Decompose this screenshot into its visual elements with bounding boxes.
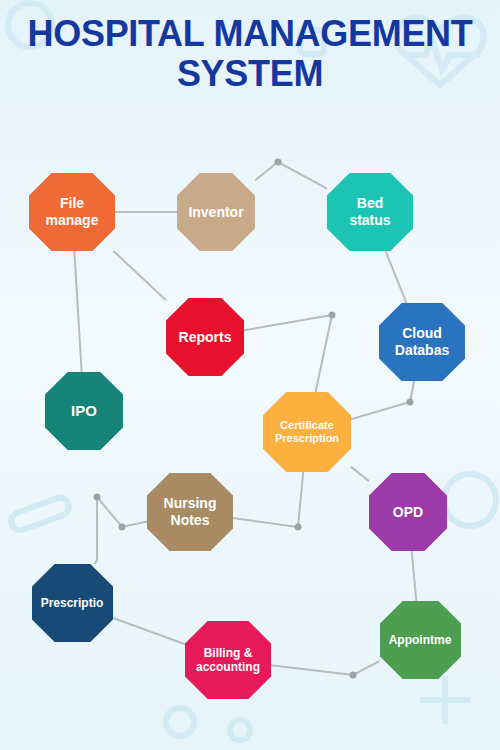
- connector-line: [351, 467, 369, 481]
- node-label: Nursing Notes: [156, 495, 224, 529]
- node-label: Cloud Databas: [388, 325, 456, 359]
- octagon-node: Billing & accounting: [185, 621, 271, 699]
- octagon-node: Nursing Notes: [147, 473, 233, 551]
- node-label: Certificate Prescription: [272, 419, 342, 445]
- junction-dot: [329, 312, 336, 319]
- diagram-title: HOSPITAL MANAGEMENT SYSTEM: [25, 14, 475, 95]
- connector-line: [115, 211, 177, 213]
- octagon-node: Cloud Databas: [379, 303, 465, 381]
- octagon-node: Reports: [166, 298, 244, 376]
- junction-dot: [94, 494, 101, 501]
- connector-line: [74, 251, 81, 372]
- junction-dot: [350, 672, 357, 679]
- connector-line: [351, 381, 414, 419]
- octagon-node: Prescriptio: [32, 564, 113, 642]
- octagon-node: Certificate Prescription: [263, 392, 351, 472]
- node-label: Inventor: [188, 204, 243, 221]
- connector-line: [255, 162, 327, 189]
- connector-line: [113, 618, 186, 644]
- octagon-node: OPD: [369, 473, 447, 551]
- connector-line: [244, 315, 332, 392]
- octagon-node: Inventor: [177, 173, 255, 251]
- junction-dot: [119, 524, 126, 531]
- node-label: Prescriptio: [41, 596, 104, 610]
- octagon-node: File manage: [29, 173, 115, 251]
- connector-line: [113, 251, 166, 300]
- connector-line: [233, 472, 303, 527]
- connector-line: [412, 551, 417, 601]
- node-label: OPD: [393, 504, 423, 521]
- node-label: IPO: [71, 402, 97, 420]
- connector-line: [95, 497, 147, 564]
- node-label: Billing & accounting: [194, 646, 262, 675]
- node-label: File manage: [38, 195, 106, 229]
- junction-dot: [295, 524, 302, 531]
- junction-dot: [407, 399, 414, 406]
- octagon-node: Bed status: [327, 173, 413, 251]
- node-label: Reports: [179, 329, 232, 346]
- node-label: Appointme: [389, 633, 452, 647]
- connector-line: [386, 251, 407, 303]
- octagon-node: Appointme: [380, 601, 461, 679]
- connector-line: [271, 661, 380, 675]
- node-label: Bed status: [336, 195, 404, 229]
- octagon-node: IPO: [45, 372, 123, 450]
- junction-dot: [275, 159, 282, 166]
